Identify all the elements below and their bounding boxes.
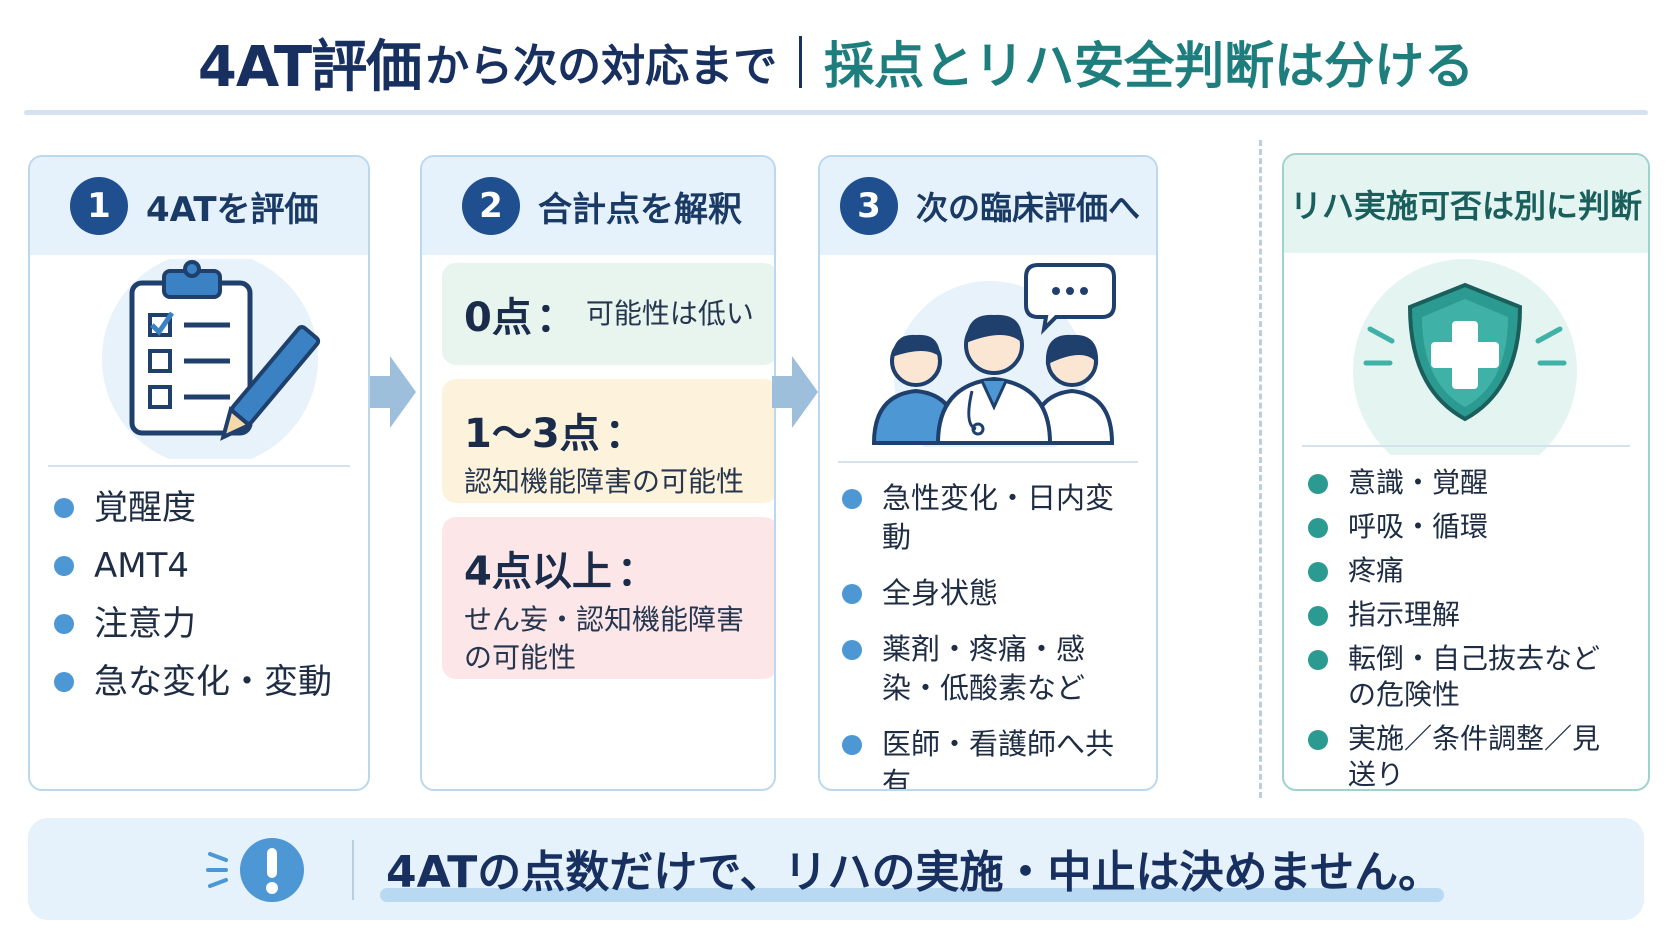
step-1-heading: 4ATを評価 xyxy=(146,189,319,230)
step-3-divider xyxy=(838,461,1138,463)
list-item: 薬剤・疼痛・感染・低酸素など xyxy=(842,630,1132,708)
bullet-dot xyxy=(1308,562,1328,582)
list-item: 医師・看護師へ共有 xyxy=(842,725,1132,789)
title-underline xyxy=(24,110,1648,115)
score-box-0: 0点 ： 可能性は低い xyxy=(442,263,774,365)
score-points: 4点以上 xyxy=(464,549,612,595)
bullet-dot xyxy=(1308,730,1328,750)
bullet-dot xyxy=(1308,650,1328,670)
list-item: 注意力 xyxy=(54,595,332,653)
score-points: 1〜3点 xyxy=(464,411,600,457)
score-desc: せん妄・認知機能障害の可能性 xyxy=(464,603,745,674)
step-card-1: 1 4ATを評価 覚醒度 AMT4 注意力 急な変化・変動 xyxy=(28,155,370,791)
title-part1: 4AT評価 xyxy=(197,34,422,100)
list-item: 急性変化・日内変動 xyxy=(842,479,1132,557)
footer-highlight xyxy=(380,888,1444,902)
bullet-dot xyxy=(842,640,862,660)
title-part3: 採点とリハ安全判断は分ける xyxy=(824,37,1475,95)
footer-banner: 4ATの点数だけで、リハの実施・中止は決めません。 xyxy=(28,818,1644,920)
step-2-number: 2 xyxy=(462,177,520,235)
score-box-1: 1〜3点 ： 認知機能障害の可能性 xyxy=(442,379,774,503)
rehab-list: 意識・覚醒 呼吸・循環 疼痛 指示理解 転倒・自己抜去などの危険性 実施／条件調… xyxy=(1308,465,1624,789)
score-colon: ： xyxy=(616,549,657,595)
step-1-list: 覚醒度 AMT4 注意力 急な変化・変動 xyxy=(54,479,332,711)
step-card-2: 2 合計点を解釈 0点 ： 可能性は低い 1〜3点 ： 認知機能障害の可能性 4… xyxy=(420,155,776,791)
score-colon: ： xyxy=(604,411,645,457)
medical-team-icon xyxy=(871,263,1116,447)
bullet-dot xyxy=(1308,606,1328,626)
list-item: AMT4 xyxy=(54,537,332,595)
title-separator xyxy=(799,36,803,88)
step-2-heading: 合計点を解釈 xyxy=(538,189,742,230)
step-card-3: 3 次の臨床評価へ 急性変化・日内変動 全身状態 薬剤・疼痛・感染・低酸素など … xyxy=(818,155,1158,791)
step-3-heading: 次の臨床評価へ xyxy=(916,189,1141,227)
bullet-dot xyxy=(842,735,862,755)
score-desc: 可能性は低い xyxy=(585,297,754,330)
step-3-number: 3 xyxy=(840,177,898,235)
score-points: 0点 xyxy=(464,295,532,341)
footer-separator xyxy=(352,840,354,900)
bullet-dot xyxy=(1308,518,1328,538)
step-1-divider xyxy=(48,465,350,467)
rehab-header: リハ実施可否は別に判断 xyxy=(1284,155,1648,253)
step-1-number: 1 xyxy=(70,177,128,235)
list-item: 覚醒度 xyxy=(54,479,332,537)
list-item: 急な変化・変動 xyxy=(54,653,332,711)
shield-cross-icon xyxy=(1353,259,1577,455)
rehab-divider xyxy=(1302,445,1630,447)
list-item: 転倒・自己抜去などの危険性 xyxy=(1308,641,1624,713)
bullet-dot xyxy=(1308,474,1328,494)
clipboard-checklist-icon xyxy=(102,259,321,459)
step-1-header: 1 4ATを評価 xyxy=(30,157,368,255)
list-item: 呼吸・循環 xyxy=(1308,509,1624,545)
score-desc: 認知機能障害の可能性 xyxy=(464,465,745,498)
footer-message: 4ATの点数だけで、リハの実施・中止は決めません。 xyxy=(386,847,1443,898)
rehab-heading: リハ実施可否は別に判断 xyxy=(1289,187,1642,225)
section-divider xyxy=(1259,140,1262,798)
arrow-right-icon xyxy=(370,356,416,428)
step-2-header: 2 合計点を解釈 xyxy=(422,157,774,255)
rehab-card: リハ実施可否は別に判断 意識・覚醒 呼吸・循環 疼痛 指示理解 転倒・自己抜去な… xyxy=(1282,153,1650,791)
step-3-header: 3 次の臨床評価へ xyxy=(820,157,1156,255)
exclamation-icon xyxy=(206,838,304,902)
bullet-dot xyxy=(54,556,74,576)
score-colon: ： xyxy=(535,295,576,341)
bullet-dot xyxy=(842,584,862,604)
bullet-dot xyxy=(842,489,862,509)
arrow-right-icon xyxy=(772,356,818,428)
bullet-dot xyxy=(54,498,74,518)
title-part2: から次の対応まで xyxy=(425,41,778,92)
score-box-2: 4点以上 ： せん妄・認知機能障害の可能性 xyxy=(442,517,774,679)
bullet-dot xyxy=(54,614,74,634)
list-item: 実施／条件調整／見送り xyxy=(1308,721,1624,789)
bullet-dot xyxy=(54,672,74,692)
page-title: 4AT評価 から次の対応まで 採点とリハ安全判断は分ける xyxy=(0,22,1672,102)
list-item: 疼痛 xyxy=(1308,553,1624,589)
list-item: 指示理解 xyxy=(1308,597,1624,633)
list-item: 意識・覚醒 xyxy=(1308,465,1624,501)
step-3-list: 急性変化・日内変動 全身状態 薬剤・疼痛・感染・低酸素など 医師・看護師へ共有 xyxy=(842,479,1132,789)
list-item: 全身状態 xyxy=(842,574,1132,613)
